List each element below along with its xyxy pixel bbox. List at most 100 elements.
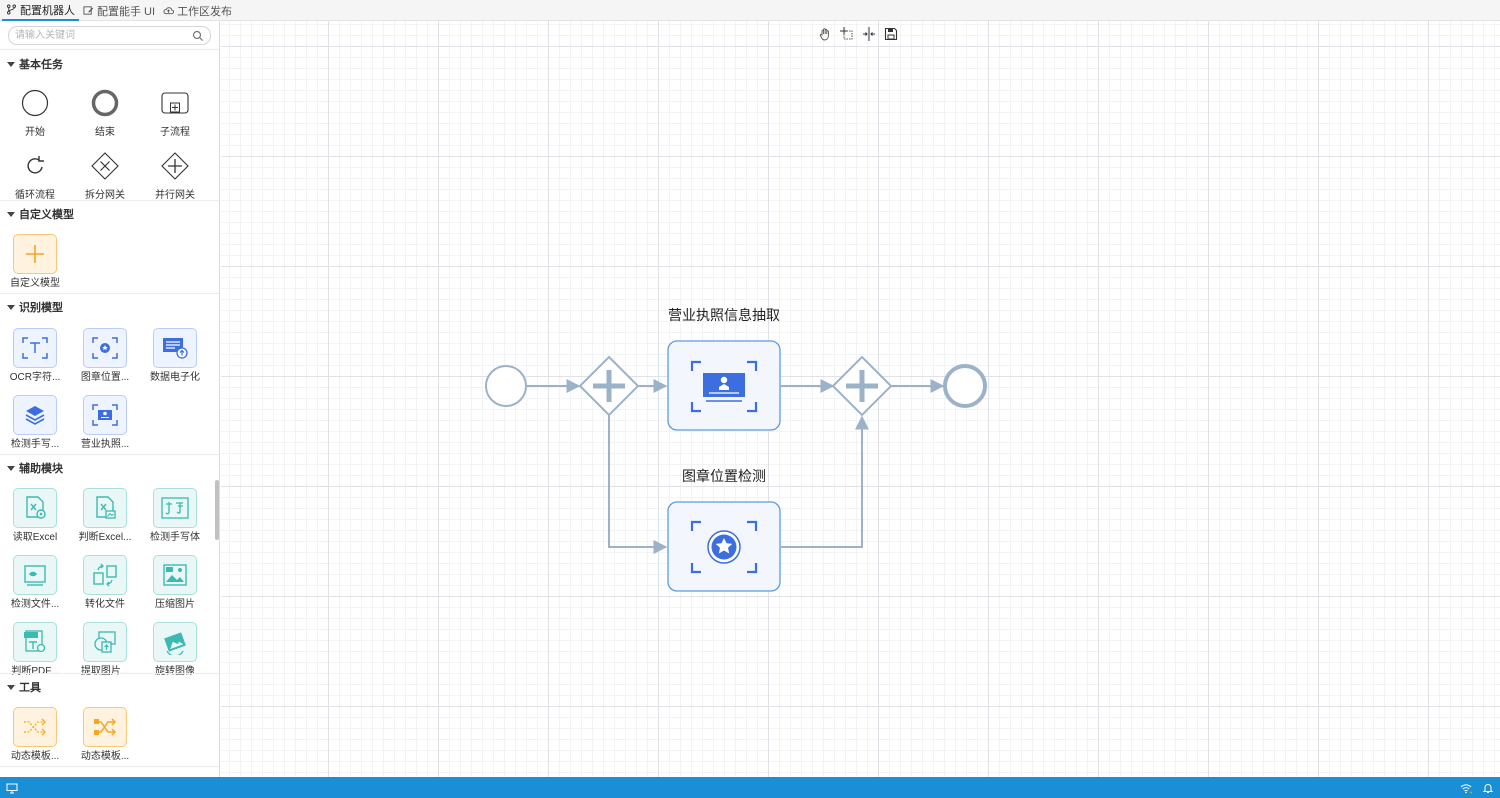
lasso-tool-button[interactable] [839, 26, 855, 42]
digitize-icon [153, 328, 197, 368]
palette-handwriting-detect[interactable]: 检测手写... [0, 395, 70, 455]
end-event-icon [83, 83, 127, 123]
palette-detect-file[interactable]: 检测文件... [0, 555, 70, 615]
bpmn-diagram [485, 340, 987, 592]
palette-convert-file[interactable]: 转化文件 [70, 555, 140, 615]
palette-dynamic-template-2[interactable]: 动态模板... [70, 707, 140, 767]
palette-end-event[interactable]: 结束 [70, 83, 140, 143]
section-custom-models[interactable]: 自定义模型 [7, 207, 74, 221]
sidebar-scrollbar[interactable] [215, 480, 219, 540]
palette-parallel-gateway[interactable]: 并行网关 [140, 146, 210, 206]
tab-workspace-publish[interactable]: 工作区发布 [159, 0, 236, 21]
palette-ocr[interactable]: OCR字符... [0, 328, 70, 388]
top-tab-bar: 配置机器人 配置能手 UI 工作区发布 [0, 0, 1500, 21]
section-auxiliary-modules[interactable]: 辅助模块 [7, 461, 63, 475]
component-sidebar: 基本任务 开始 结束 子流程 循环流程 拆分网关 并行网关 [0, 21, 220, 777]
parallel-gateway-join[interactable] [831, 355, 893, 417]
pdf-icon [13, 622, 57, 662]
palette-label: 提取图片... [80, 666, 130, 677]
layers-icon [13, 395, 57, 435]
shuffle-icon [83, 707, 127, 747]
divider [0, 673, 219, 674]
palette-dynamic-template-1[interactable]: 动态模板... [0, 707, 70, 767]
palette-custom-model[interactable]: 自定义模型 [0, 234, 70, 294]
excel-judge-icon [83, 488, 127, 528]
space-tool-button[interactable] [861, 26, 877, 42]
palette-stamp-detect[interactable]: 图章位置... [70, 328, 140, 388]
search-box [8, 26, 211, 45]
palette-judge-excel[interactable]: 判断Excel... [70, 488, 140, 548]
palette-read-excel[interactable]: 读取Excel [0, 488, 70, 548]
subprocess-icon [153, 83, 197, 123]
process-canvas[interactable]: 营业执照信息抽取 图章位置检测 [221, 21, 1500, 777]
stamp-detect-icon [83, 328, 127, 368]
palette-exclusive-gateway[interactable]: 拆分网关 [70, 146, 140, 206]
palette-label: 结束 [95, 127, 115, 138]
caret-down-icon [7, 211, 15, 217]
palette-label: 数据电子化 [150, 372, 200, 383]
palette-label: 判断Excel... [78, 532, 132, 543]
start-event[interactable] [485, 365, 527, 407]
tab-configure-ui[interactable]: 配置能手 UI [79, 0, 159, 21]
palette-label: 动态模板... [80, 751, 130, 762]
palette-label: 压缩图片 [155, 599, 195, 610]
monitor-icon[interactable] [6, 782, 18, 794]
excel-read-icon [13, 488, 57, 528]
branch-icon [7, 4, 16, 15]
palette-detect-handwriting[interactable]: 检测手写体 [140, 488, 210, 548]
palette-loop[interactable]: 循环流程 [0, 146, 70, 206]
palette-label: 子流程 [160, 127, 190, 138]
section-recognition-models[interactable]: 识别模型 [7, 300, 63, 314]
sequence-flows[interactable] [527, 379, 945, 554]
palette-label: 检测手写体 [150, 532, 200, 543]
section-title: 识别模型 [19, 302, 63, 314]
task-label-stamp-detect: 图章位置检测 [682, 468, 766, 484]
convert-file-icon [83, 555, 127, 595]
palette-start-event[interactable]: 开始 [0, 83, 70, 143]
divider [0, 200, 219, 201]
tab-configure-robot[interactable]: 配置机器人 [2, 0, 79, 21]
task-stamp-detect[interactable] [667, 501, 781, 592]
tab-label: 配置能手 UI [97, 5, 156, 18]
start-event-icon [13, 83, 57, 123]
file-detect-icon [13, 555, 57, 595]
end-event[interactable] [943, 364, 987, 408]
extract-image-icon [83, 622, 127, 662]
license-icon [690, 360, 758, 413]
caret-down-icon [7, 61, 15, 67]
palette-label: 拆分网关 [85, 190, 125, 201]
palette-digitize[interactable]: 数据电子化 [140, 328, 210, 388]
save-button[interactable] [883, 26, 899, 42]
palette-rotate-image[interactable]: 旋转图像 [140, 622, 210, 682]
palette-label: 旋转图像 [155, 666, 195, 677]
divider [0, 766, 219, 767]
palette-extract-image[interactable]: 提取图片... [70, 622, 140, 682]
caret-down-icon [7, 684, 15, 690]
parallel-gateway-split[interactable] [578, 355, 640, 417]
hand-icon [819, 28, 829, 41]
palette-compress-image[interactable]: 压缩图片 [140, 555, 210, 615]
tab-label: 工作区发布 [177, 5, 233, 18]
edit-icon [83, 6, 94, 15]
task-business-license-extract[interactable] [667, 340, 781, 431]
hand-tool-button[interactable] [817, 26, 833, 42]
palette-label: 自定义模型 [10, 278, 60, 289]
wifi-icon[interactable] [1460, 782, 1472, 794]
stamp-detect-icon [690, 520, 758, 574]
palette-label: 图章位置... [80, 372, 130, 383]
search-input[interactable] [15, 28, 191, 43]
section-tools[interactable]: 工具 [7, 680, 41, 694]
compress-image-icon [153, 555, 197, 595]
section-basic-tasks[interactable]: 基本任务 [7, 57, 63, 71]
space-icon [863, 27, 875, 41]
loop-icon [13, 146, 57, 186]
palette-judge-pdf[interactable]: 判断PDF... [0, 622, 70, 682]
divider [0, 293, 219, 294]
palette-label: 开始 [25, 127, 45, 138]
palette-subprocess[interactable]: 子流程 [140, 83, 210, 143]
palette-business-license[interactable]: 营业执照... [70, 395, 140, 455]
palette-label: 循环流程 [15, 190, 55, 201]
search-icon[interactable] [192, 30, 204, 42]
section-title: 工具 [19, 682, 41, 694]
bell-icon[interactable] [1482, 782, 1494, 794]
